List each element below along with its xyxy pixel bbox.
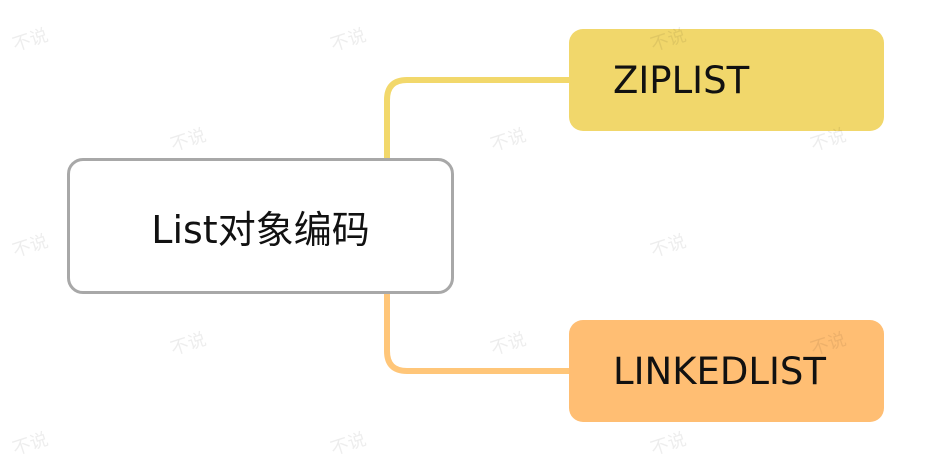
child-node-linkedlist: LINKEDLIST <box>569 320 884 422</box>
child-node-ziplist-label: ZIPLIST <box>613 58 750 102</box>
connector-root-to-linkedlist <box>384 291 572 374</box>
root-node-label: List对象编码 <box>151 207 370 252</box>
mind-map-canvas: List对象编码 ZIPLIST LINKEDLIST 不说 不说 不说 不说 … <box>10 25 884 460</box>
mind-map-connectors <box>384 77 572 374</box>
root-node: List对象编码 <box>67 158 454 294</box>
child-node-ziplist: ZIPLIST <box>569 29 884 131</box>
connector-root-to-ziplist <box>384 77 572 161</box>
child-node-linkedlist-label: LINKEDLIST <box>613 349 826 393</box>
